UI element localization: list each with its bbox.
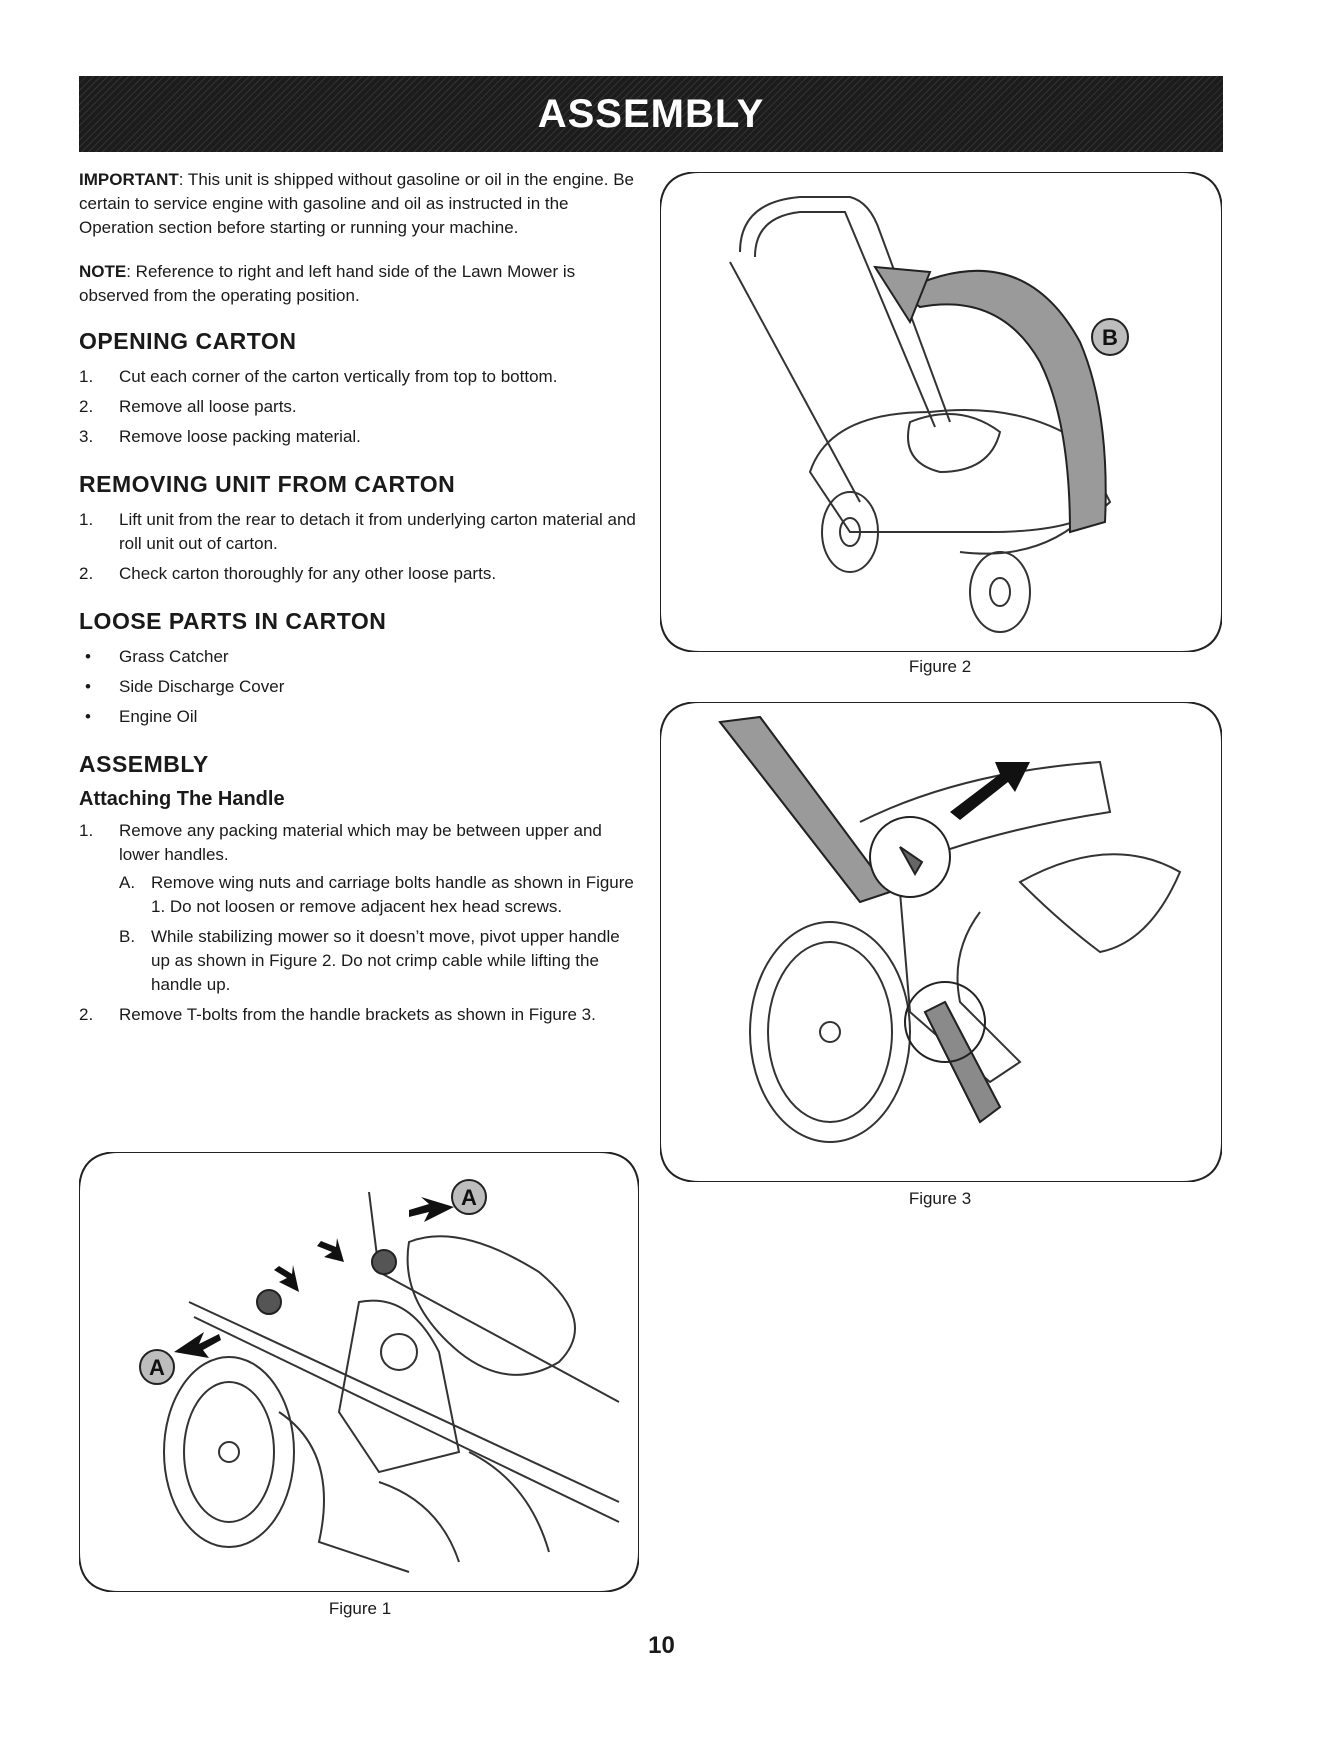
- list-item: 2.Remove all loose parts.: [79, 397, 297, 416]
- important-paragraph: IMPORTANT: This unit is shipped without …: [79, 168, 639, 240]
- page-number: 10: [648, 1632, 675, 1659]
- heading-removing-unit: REMOVING UNIT FROM CARTON: [79, 471, 456, 497]
- list-item: •Grass Catcher: [85, 647, 229, 666]
- note-paragraph: NOTE: Reference to right and left hand s…: [79, 260, 639, 308]
- list-item: 2.Remove T-bolts from the handle bracket…: [79, 1005, 596, 1024]
- heading-assembly: ASSEMBLY: [79, 751, 209, 777]
- removing-unit-steps: 1.Lift unit from the rear to detach it f…: [79, 508, 639, 586]
- assembly-steps: 1.Remove any packing material which may …: [79, 819, 639, 1027]
- opening-carton-steps: 1.Cut each corner of the carton vertical…: [79, 365, 639, 449]
- list-item: 1.Cut each corner of the carton vertical…: [79, 367, 558, 386]
- figure-2-illustration: B: [659, 171, 1223, 653]
- figure-1-callout-top: A: [461, 1185, 477, 1210]
- list-item: •Engine Oil: [85, 707, 198, 726]
- figure-3-illustration: [659, 701, 1223, 1183]
- figure-1-illustration: A A: [78, 1151, 640, 1593]
- heading-opening-carton: OPENING CARTON: [79, 328, 297, 354]
- list-item: 1.Lift unit from the rear to detach it f…: [79, 510, 636, 553]
- loose-parts-list: •Grass Catcher •Side Discharge Cover •En…: [79, 645, 639, 729]
- figure-3-caption: Figure 3: [908, 1189, 972, 1208]
- list-item: A.Remove wing nuts and carriage bolts ha…: [119, 873, 634, 916]
- section-title: ASSEMBLY: [537, 91, 765, 136]
- figure-2-callout: B: [1102, 325, 1118, 350]
- note-label: NOTE: [79, 262, 127, 281]
- list-item: •Side Discharge Cover: [85, 677, 285, 696]
- assembly-substeps: A.Remove wing nuts and carriage bolts ha…: [119, 871, 639, 997]
- figure-1-callout-left: A: [149, 1355, 165, 1380]
- list-item: 3.Remove loose packing material.: [79, 427, 361, 446]
- important-text: : This unit is shipped without gasoline …: [79, 170, 634, 237]
- note-text: : Reference to right and left hand side …: [79, 262, 576, 305]
- heading-loose-parts: LOOSE PARTS IN CARTON: [79, 608, 387, 634]
- list-item: 2.Check carton thoroughly for any other …: [79, 564, 497, 583]
- instructions-column: IMPORTANT: This unit is shipped without …: [79, 168, 639, 1049]
- figure-1-caption: Figure 1: [328, 1599, 392, 1618]
- important-label: IMPORTANT: [79, 170, 179, 189]
- subheading-attaching-handle: Attaching The Handle: [79, 788, 285, 810]
- list-item: B.While stabilizing mower so it doesn’t …: [119, 927, 620, 994]
- figure-2: B: [659, 171, 1223, 653]
- figure-3: [659, 701, 1223, 1183]
- figure-2-caption: Figure 2: [908, 657, 972, 676]
- list-item: 1.Remove any packing material which may …: [79, 819, 639, 997]
- figure-1: A A: [78, 1151, 640, 1593]
- section-banner: ASSEMBLY: [79, 76, 1223, 152]
